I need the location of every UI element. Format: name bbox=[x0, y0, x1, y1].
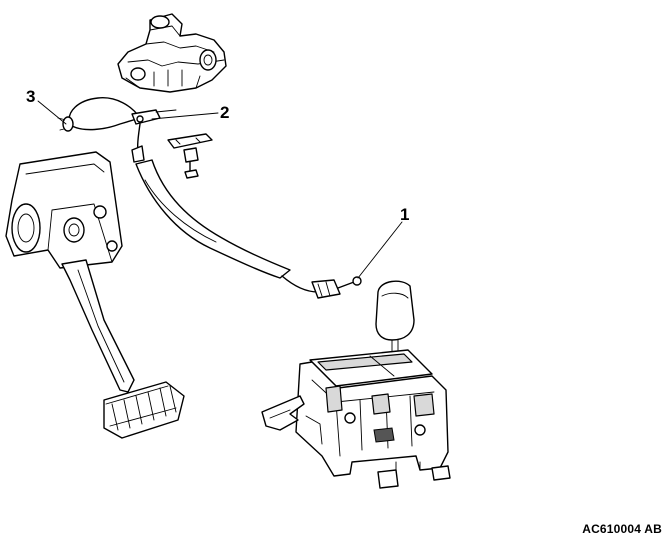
callout-1: 1 bbox=[400, 205, 410, 224]
shift-lever-assembly bbox=[261, 280, 451, 489]
key-cylinder-assembly bbox=[117, 13, 227, 93]
upper-cable-routing bbox=[57, 97, 177, 163]
leader-3 bbox=[37, 100, 67, 125]
callout-3: 3 bbox=[26, 87, 36, 106]
brake-pedal-assembly bbox=[5, 151, 185, 439]
leader-1 bbox=[357, 221, 403, 279]
cable-bracket bbox=[167, 133, 213, 179]
leader-lines bbox=[37, 100, 403, 279]
callout-2: 2 bbox=[220, 103, 230, 122]
figure-code: AC610004 AB bbox=[582, 522, 662, 536]
cable-sheath bbox=[135, 159, 362, 299]
leader-2 bbox=[151, 112, 219, 120]
